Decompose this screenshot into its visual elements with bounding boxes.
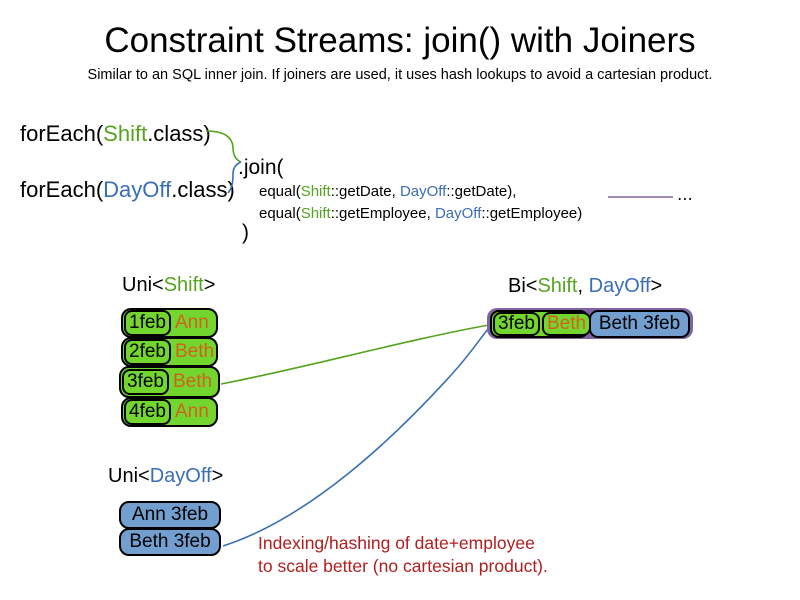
employee-cell: Beth: [172, 371, 213, 392]
uni-dayoff-table: Ann 3feb Beth 3feb: [119, 501, 221, 556]
method-ref: ::getEmployee,: [330, 205, 435, 222]
table-row: Ann 3feb: [119, 501, 221, 529]
dayoff-match-line: [222, 327, 490, 547]
bi-shift-box: 3feb Beth: [490, 310, 592, 338]
label-separator: ,: [577, 275, 589, 297]
label-prefix: Uni<: [108, 465, 150, 487]
employee-cell: Ann: [174, 401, 209, 422]
slide-title: Constraint Streams: join() with Joiners: [104, 21, 696, 60]
uni-shift-label: Uni<Shift>: [122, 274, 215, 297]
brace-top-green: [205, 130, 242, 163]
date-cell: 4feb: [124, 399, 171, 425]
date-cell: 1feb: [124, 310, 171, 336]
table-row: 1feb Ann: [121, 308, 218, 338]
equal-fn: equal(: [259, 183, 301, 200]
note-text: Indexing/hashing of date+employee to sca…: [258, 532, 548, 578]
join-open-text: .join(: [238, 156, 284, 179]
note-line-1: Indexing/hashing of date+employee: [258, 533, 535, 553]
shift-class-name: Shift: [537, 275, 578, 297]
method-ref: ::getDate),: [446, 183, 517, 200]
ellipsis-text: ...: [677, 184, 693, 205]
foreach-suffix: .class): [171, 177, 235, 202]
foreach-suffix: .class): [147, 121, 211, 146]
foreach-prefix: forEach(: [20, 177, 104, 202]
method-ref: ::getEmployee): [481, 205, 583, 222]
dayoff-class-name: DayOff: [434, 205, 482, 222]
employee-cell: Beth: [174, 341, 215, 362]
date-cell: 2feb: [124, 339, 171, 365]
method-ref: ::getDate,: [330, 183, 400, 200]
label-prefix: Uni<: [122, 274, 164, 296]
shift-class-name: Shift: [300, 183, 331, 200]
table-row-matched: 3feb Beth: [119, 366, 220, 398]
shift-class-name: Shift: [163, 274, 204, 296]
equal-fn: equal(: [259, 205, 301, 222]
table-row: 2feb Beth: [121, 337, 218, 367]
label-suffix: >: [203, 274, 216, 296]
employee-cell: Beth: [541, 312, 592, 336]
employee-cell: Ann: [174, 312, 209, 333]
uni-dayoff-label: Uni<DayOff>: [108, 465, 223, 488]
code-foreach-dayoff: forEach(DayOff.class): [20, 177, 235, 203]
code-foreach-shift: forEach(Shift.class): [20, 121, 211, 147]
bi-dayoff-box: Beth 3feb: [589, 310, 690, 338]
dayoff-class-name: DayOff: [149, 465, 212, 487]
table-row: Beth 3feb: [119, 528, 221, 556]
slide-subtitle: Similar to an SQL inner join. If joiners…: [87, 67, 713, 83]
date-cell: 3feb: [493, 312, 540, 336]
joiner-line-1: equal(Shift::getDate, DayOff::getDate),: [259, 183, 516, 200]
uni-shift-table: 1feb Ann 2feb Beth 3feb Beth 4feb Ann: [119, 308, 220, 427]
join-close-text: ): [242, 221, 249, 244]
label-suffix: >: [650, 275, 663, 297]
table-row: 4feb Ann: [121, 397, 218, 427]
note-line-2: to scale better (no cartesian product).: [258, 556, 548, 576]
date-cell: 3feb: [122, 369, 169, 395]
dayoff-class-name: DayOff: [399, 183, 447, 200]
joiner-line-2: equal(Shift::getEmployee, DayOff::getEmp…: [259, 205, 582, 222]
shift-match-line: [220, 324, 490, 385]
dayoff-class-name: DayOff: [588, 275, 651, 297]
dayoff-class-name: DayOff: [103, 177, 172, 202]
label-suffix: >: [211, 465, 224, 487]
label-prefix: Bi<: [508, 275, 538, 297]
shift-class-name: Shift: [103, 121, 148, 146]
shift-class-name: Shift: [300, 205, 331, 222]
bi-label: Bi<Shift, DayOff>: [508, 275, 662, 298]
foreach-prefix: forEach(: [20, 121, 104, 146]
